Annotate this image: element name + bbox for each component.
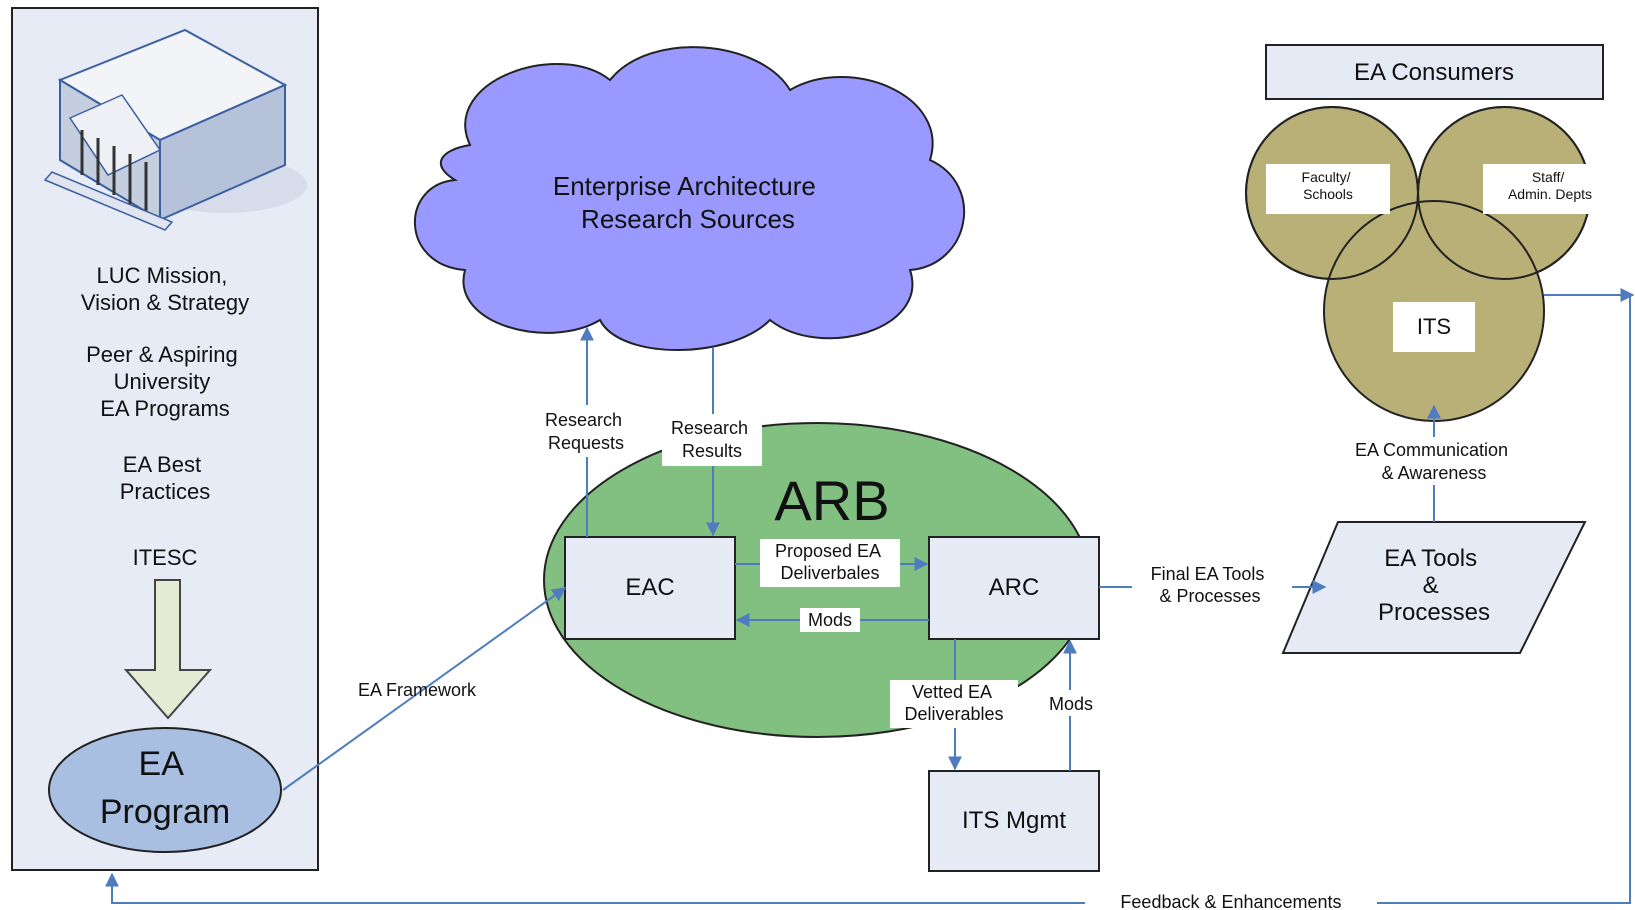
communication-bg: [1330, 437, 1536, 485]
its-mgmt-label: ITS Mgmt: [962, 807, 1066, 834]
arrow-framework: [282, 587, 567, 791]
panel-item-mission: LUC Mission, Vision & Strategy: [81, 263, 249, 315]
label-vetted: Vetted EA Deliverables: [904, 682, 1003, 724]
mods-bg: [800, 608, 860, 632]
research-cloud: [413, 46, 965, 351]
panel-item-best-practices: EA Best Practices: [120, 452, 210, 504]
faculty-label: Faculty/ Schools: [1302, 169, 1355, 202]
cloud-label: Enterprise Architecture Research Sources: [553, 171, 823, 234]
building-icon: [43, 28, 307, 231]
label-proposed: Proposed EA Deliverbales: [775, 541, 885, 583]
ea-program: [48, 727, 282, 853]
down-arrow-icon: [123, 579, 213, 720]
vetted-bg: [890, 680, 1018, 728]
arb-title: ARB: [774, 469, 889, 532]
label-research-results: Research Results: [671, 418, 753, 461]
its-mgmt-box: [928, 770, 1100, 872]
label-research-requests: Research Requests: [545, 410, 627, 453]
consumers-title-box: [1265, 44, 1604, 100]
label-final: Final EA Tools & Processes: [1151, 564, 1270, 606]
label-feedback: Feedback & Enhancements: [1120, 892, 1341, 910]
staff-label-box: [1483, 164, 1620, 214]
research-results-bg: [662, 414, 762, 466]
label-framework: EA Framework: [358, 680, 477, 700]
research-requests-bg: [530, 405, 642, 457]
its-label: ITS: [1417, 314, 1451, 339]
eac-label: EAC: [625, 574, 674, 601]
label-mods-2: Mods: [1049, 694, 1093, 714]
panel-item-itesc: ITESC: [133, 545, 198, 570]
ea-tools-label: EA Tools & Processes: [1378, 545, 1490, 626]
faculty-label-box: [1266, 164, 1390, 214]
its-label-box: [1393, 302, 1475, 352]
staff-label: Staff/ Admin. Depts: [1508, 169, 1592, 202]
arc-box: [928, 536, 1100, 640]
ea-tools-shape: [1281, 521, 1587, 654]
ea-program-label: EA Program: [100, 745, 230, 831]
panel-item-peer: Peer & Aspiring University EA Programs: [86, 342, 244, 421]
consumers-title: EA Consumers: [1354, 59, 1514, 86]
label-communication: EA Communication & Awareness: [1355, 440, 1513, 483]
proposed-bg: [760, 539, 900, 587]
mods2-bg: [1040, 690, 1102, 716]
arc-label: ARC: [989, 574, 1040, 601]
final-bg: [1132, 563, 1292, 611]
feedback-bg: [1085, 892, 1377, 910]
label-mods: Mods: [808, 610, 852, 630]
